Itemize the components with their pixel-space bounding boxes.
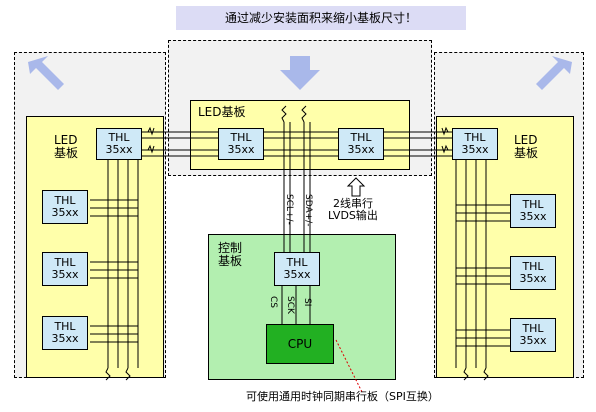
thl-chip-left-2: THL 35xx [42,252,88,286]
arrow-down-left-icon [28,56,64,90]
arrow-down-center-icon [280,56,320,90]
arrow-up-icon [346,177,366,197]
arrow-icons [28,56,572,90]
control-board-label: 控制 基板 [218,241,243,268]
serial-output-note: 2线串行 LVDS输出 [328,197,378,222]
thl-chip-right-2: THL 35xx [510,256,556,290]
sck-label: SCK [285,296,295,314]
thl-chip-top-left: THL 35xx [218,128,264,160]
spi-note: 可使用通用时钟同期串行板（SPI互换） [246,390,439,403]
led-board-right-label: LED 基板 [514,133,539,160]
thl-chip-left-1: THL 35xx [42,190,88,224]
cs-label: CS [268,296,278,308]
thl-chip-right-1: THL 35xx [510,194,556,228]
led-board-top-label: LED基板 [198,105,246,119]
thl-chip-right-3: THL 35xx [510,318,556,352]
si-label: SI [302,298,312,307]
thl-chip-left-top: THL 35xx [96,128,142,160]
sda-label: SDA+/- [303,194,313,227]
thl-chip-top-right: THL 35xx [338,128,384,160]
led-board-left-label: LED 基板 [54,133,79,160]
cpu-block: CPU [266,324,334,364]
thl-chip-left-3: THL 35xx [42,316,88,350]
arrow-down-right-icon [536,56,572,90]
scl-label: SCL+/- [284,194,294,225]
thl-chip-right-top: THL 35xx [452,128,498,160]
thl-chip-control: THL 35xx [274,252,320,286]
banner: 通过减少安装面积来缩小基板尺寸！ [176,6,466,30]
